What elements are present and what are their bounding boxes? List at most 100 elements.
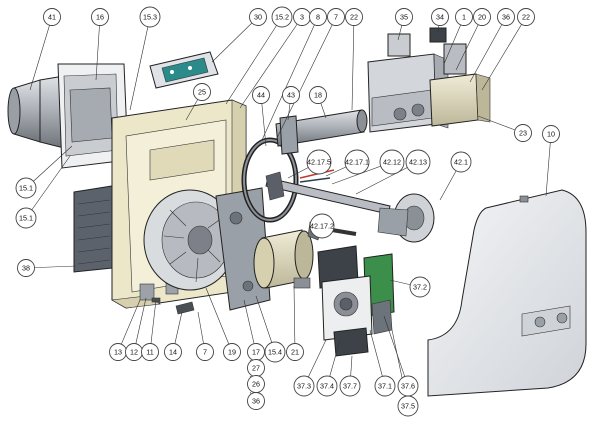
callout-circle: [164, 343, 182, 361]
control-box: [317, 245, 395, 357]
callout-c-42-1: 42.1: [450, 151, 472, 173]
callout-circle: [327, 8, 345, 26]
callout-label: 22: [350, 13, 358, 22]
callout-c-25: 25: [193, 83, 211, 101]
callout-c-21: 21: [286, 343, 304, 361]
callout-c-16: 16: [91, 8, 109, 26]
fan-wheel: [143, 189, 237, 291]
callout-label: 3: [300, 13, 304, 22]
callout-label: 11: [146, 348, 153, 357]
ring-flange: [241, 137, 299, 223]
callout-c-20: 20: [473, 8, 491, 26]
callout-c-44: 44: [252, 86, 270, 104]
leader-c-12: [133, 297, 147, 353]
callout-label: 13: [114, 348, 122, 357]
callout-label: 18: [314, 91, 322, 100]
leader-c-16: [95, 16, 101, 81]
leader-c-41: [29, 16, 53, 91]
callout-c-42-13: 42.13: [405, 149, 431, 175]
callout-c-37-3: 37.3: [293, 375, 315, 397]
callout-c-15-1b: 15.1: [15, 207, 37, 229]
callout-circle: [455, 8, 473, 26]
callout-label: 42.13: [409, 158, 427, 167]
callout-circle: [91, 8, 109, 26]
callout-c-38: 38: [17, 259, 35, 277]
callout-circle: [473, 8, 491, 26]
callout-label: 37.3: [297, 382, 311, 391]
callout-label: 16: [96, 13, 104, 22]
leader-c-10: [545, 133, 552, 197]
callout-circle: [405, 149, 431, 175]
callout-c-42-17-1: 42.17.1: [344, 149, 370, 175]
callout-label: 27: [252, 364, 260, 373]
callout-circle: [15, 177, 37, 199]
callout-circle: [43, 8, 61, 26]
callout-c-19: 19: [223, 343, 241, 361]
callout-circle: [223, 343, 241, 361]
callout-circle: [141, 343, 159, 361]
callout-label: 23: [519, 129, 527, 138]
callout-label: 43: [287, 91, 295, 100]
callout-label: 37.1: [378, 382, 392, 391]
callout-c-7b: 7: [196, 343, 214, 361]
callout-c-15-2: 15.2: [271, 6, 293, 28]
leader-c-36a: [469, 16, 507, 83]
callout-c-37-5: 37.5: [397, 395, 419, 417]
callout-circle: [339, 375, 361, 397]
callout-label: 35: [400, 13, 408, 22]
leader-c-37-6: [383, 315, 409, 387]
leader-c-22b: [481, 16, 527, 91]
callout-c-15-1a: 15.1: [15, 177, 37, 199]
callout-c-15-3: 15.3: [139, 6, 161, 28]
callout-c-35: 35: [395, 8, 413, 26]
callout-label: 22: [522, 13, 530, 22]
callout-label: 41: [48, 13, 56, 22]
callout-label: 42.17.1: [345, 158, 369, 167]
callout-label: 10: [547, 130, 555, 139]
callout-circle: [374, 375, 396, 397]
callout-c-11: 11: [141, 343, 159, 361]
callout-c-7a: 7: [327, 8, 345, 26]
callout-c-41: 41: [43, 8, 61, 26]
leader-c-15-2: [225, 16, 283, 105]
callout-circle: [514, 124, 532, 142]
callout-circle: [542, 125, 560, 143]
callout-circle: [397, 395, 419, 417]
callout-label: 25: [198, 88, 206, 97]
callout-circle: [271, 6, 293, 28]
callout-label: 15.1: [19, 184, 33, 193]
gas-valve-block: [367, 27, 491, 133]
callout-circle: [286, 343, 304, 361]
callout-c-23: 23: [514, 124, 532, 142]
callout-c-10: 10: [542, 125, 560, 143]
callout-label: 42.1: [454, 158, 468, 167]
callout-circle: [17, 259, 35, 277]
burner-hood: [427, 189, 587, 397]
callout-circle: [450, 151, 472, 173]
callout-circle: [316, 375, 338, 397]
callout-circle: [306, 149, 332, 175]
callout-label: 26: [252, 380, 260, 389]
callout-label: 7: [203, 348, 207, 357]
callout-c-22a: 22: [345, 8, 363, 26]
leader-c-7a: [275, 16, 337, 141]
callout-circle: [282, 86, 300, 104]
callout-label: 36: [502, 13, 510, 22]
callout-circle: [252, 86, 270, 104]
callout-label: 42.12: [383, 158, 401, 167]
callout-circle: [193, 83, 211, 101]
callout-circle: [264, 341, 286, 363]
leader-c-13: [117, 299, 141, 353]
callout-c-37-4: 37.4: [316, 375, 338, 397]
callout-label: 21: [291, 348, 299, 357]
callout-label: 42.17.5: [307, 158, 331, 167]
callout-label: 34: [436, 13, 444, 22]
callout-label: 20: [478, 13, 486, 22]
callout-label: 15.4: [268, 348, 282, 357]
leader-c-8: [261, 16, 319, 141]
callout-circle: [15, 207, 37, 229]
callout-c-18: 18: [309, 86, 327, 104]
callout-circle: [293, 375, 315, 397]
callout-label: 19: [228, 348, 236, 357]
